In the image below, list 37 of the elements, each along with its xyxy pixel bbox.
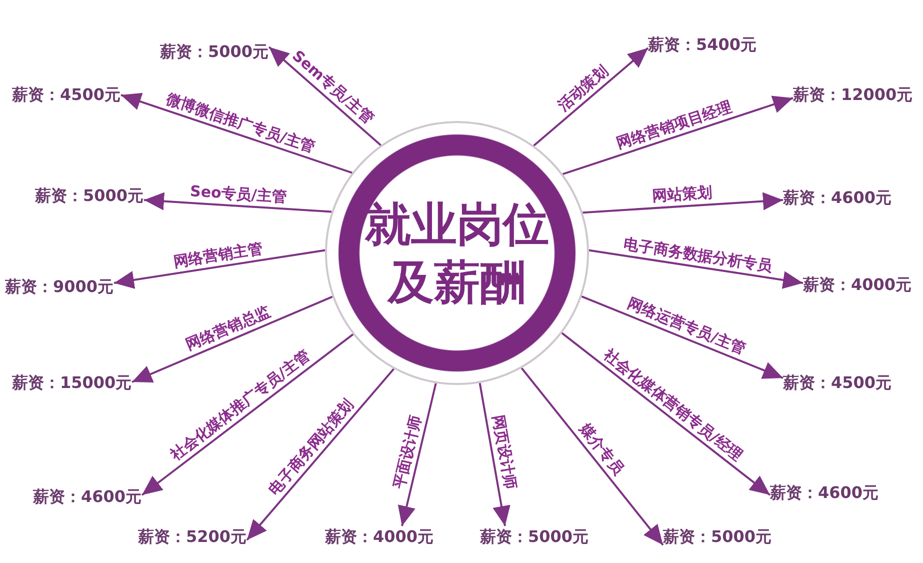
salary-text: 薪资：4000元 (803, 274, 912, 296)
arrow (268, 46, 382, 146)
salary-text: 薪资：5000元 (663, 526, 772, 548)
salary-text: 薪资：4600元 (770, 482, 879, 504)
salary-text: 薪资：15000元 (12, 372, 132, 394)
edge-label: 网络营销项目经理 (613, 96, 735, 152)
salary-text: 薪资：4500元 (783, 372, 892, 394)
center-title: 就业岗位及薪酬 (364, 196, 550, 311)
arrow (120, 92, 352, 174)
arrow (141, 334, 354, 496)
arrow (478, 382, 510, 526)
arrow (562, 96, 794, 176)
arrow (132, 296, 333, 383)
arrow (398, 383, 437, 526)
edge-label: 平面设计师 (390, 412, 425, 492)
salary-text: 薪资：5000元 (160, 41, 269, 63)
salary-text: 薪资：9000元 (5, 276, 114, 298)
arrow (561, 332, 771, 496)
salary-text: 薪资：5000元 (35, 185, 144, 207)
salary-text: 薪资：4600元 (33, 486, 142, 508)
salary-text: 薪资：4500元 (12, 84, 121, 106)
arrow (114, 249, 326, 289)
arrow (581, 295, 784, 379)
salary-text: 薪资：12000元 (793, 84, 913, 106)
arrow (588, 249, 804, 289)
arrow (246, 368, 395, 541)
arrow (520, 367, 664, 546)
salary-text: 薪资：4600元 (783, 187, 892, 209)
arrow (144, 192, 332, 213)
salary-text: 薪资：5000元 (480, 526, 589, 548)
edge-label: 电子商务数据分析专员 (621, 234, 774, 276)
salary-text: 薪资：5200元 (138, 526, 247, 548)
arrow (582, 192, 784, 214)
arrow (533, 47, 649, 146)
salary-text: 薪资：5400元 (648, 34, 757, 56)
edge-label: 网站策划 (650, 183, 714, 206)
salary-text: 薪资：4000元 (325, 526, 434, 548)
